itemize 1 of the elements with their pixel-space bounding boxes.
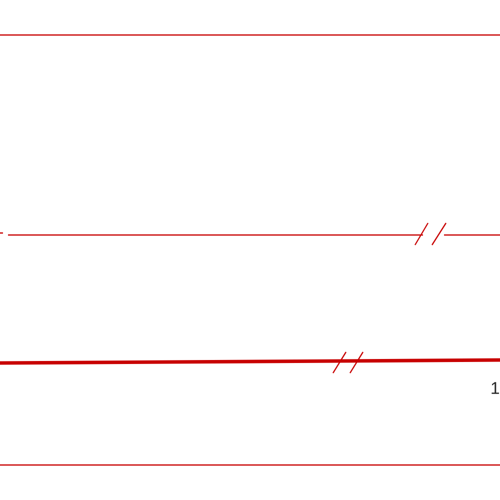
number-label: 1	[492, 382, 499, 394]
